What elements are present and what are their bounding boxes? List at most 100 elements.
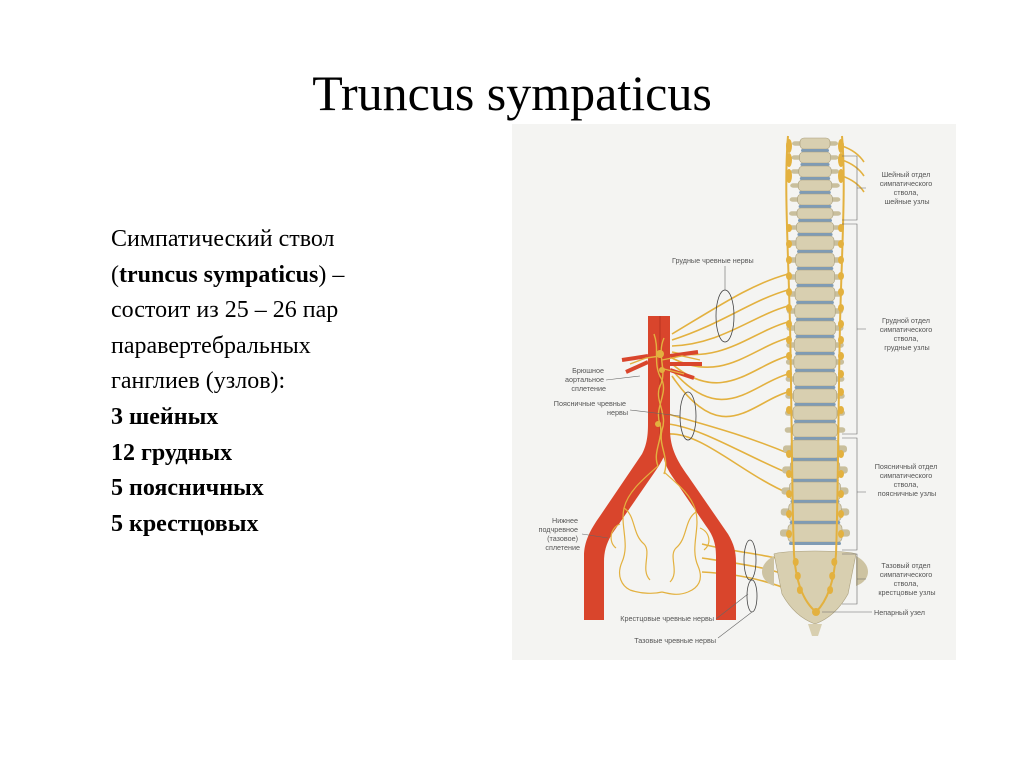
- ganglion-right: [838, 406, 844, 414]
- diagram-svg: Шейный отдел симпатического ствола, шейн…: [539, 135, 940, 645]
- ganglion-left: [786, 240, 792, 248]
- ganglion-right: [831, 558, 838, 566]
- ganglion-left: [786, 388, 792, 396]
- ganglion-left: [786, 169, 792, 183]
- ganglion-left: [786, 336, 792, 344]
- vertebra: [792, 388, 837, 404]
- ganglion-left: [786, 320, 792, 328]
- label-thoracic-splanchnic: Грудные чревные нервы: [672, 256, 754, 265]
- ganglion-left: [786, 224, 792, 232]
- ganglion-right: [838, 304, 844, 312]
- intervertebral-disc: [793, 437, 837, 440]
- lumbar-splanchnic-nerve: [667, 423, 791, 475]
- lumbar-splanchnic-nerve: [667, 413, 791, 455]
- intervertebral-disc: [796, 301, 834, 304]
- thoracic-splanchnic-nerve: [671, 289, 789, 341]
- vertebra: [795, 252, 835, 268]
- vertebra: [787, 523, 843, 543]
- label-abdominal-aortic-plexus: Брюшное аортальное сплетение: [565, 366, 606, 393]
- intervertebral-disc: [789, 542, 841, 545]
- count-thoracic: 12 грудных: [111, 439, 233, 466]
- intervertebral-disc: [797, 250, 833, 253]
- count-sacral: 5 крестцовых: [111, 510, 259, 537]
- vertebra: [793, 371, 837, 387]
- ganglion-left: [794, 572, 801, 580]
- ganglion-left: [786, 530, 792, 538]
- intervertebral-disc: [795, 318, 835, 321]
- intervertebral-disc: [790, 500, 840, 503]
- cervical-nerve: [841, 145, 865, 163]
- intervertebral-disc: [799, 191, 831, 194]
- vertebra: [788, 502, 842, 522]
- ganglion-left: [786, 256, 792, 264]
- ganglion-right: [838, 272, 844, 280]
- label-lumbar: Поясничный отдел симпатического ствола, …: [875, 462, 940, 498]
- label-unpaired-ganglion: Непарный узел: [874, 608, 925, 617]
- thoracic-splanchnic-nerve: [671, 273, 789, 335]
- ganglion-left: [786, 304, 792, 312]
- pelvic-plexus: [610, 465, 710, 595]
- vertebra: [799, 151, 831, 164]
- vertebra: [792, 405, 838, 421]
- intervertebral-disc: [794, 420, 836, 423]
- ganglion-right: [827, 586, 834, 594]
- lumbar-splanchnic-nerve: [667, 433, 791, 495]
- spine: [762, 137, 868, 636]
- intervertebral-disc: [794, 369, 836, 372]
- vertebra: [789, 481, 841, 501]
- intervertebral-disc: [795, 352, 835, 355]
- ganglion-left: [796, 586, 803, 594]
- ganglion-left: [786, 139, 792, 153]
- vertebra: [796, 221, 834, 234]
- ganglion-right: [838, 256, 844, 264]
- vertebra: [798, 165, 832, 178]
- vertebra: [792, 422, 838, 438]
- ganglion-right: [838, 139, 844, 153]
- ganglion-right: [838, 169, 844, 183]
- count-cervical: 3 шейных: [111, 403, 219, 430]
- intervertebral-disc: [791, 479, 839, 482]
- sympathetic-trunk-diagram: Шейный отдел симпатического ствола, шейн…: [512, 124, 956, 660]
- intervertebral-disc: [796, 284, 834, 287]
- intervertebral-disc: [794, 386, 836, 389]
- sacral-wings: [762, 556, 868, 586]
- vertebra: [794, 286, 836, 302]
- text-line-5: ганглиев (узлов):: [111, 368, 286, 395]
- label-lumbar-splanchnic: Поясничные чревные нервы: [554, 399, 628, 417]
- vertebra: [799, 137, 831, 150]
- ganglion-right: [838, 450, 844, 458]
- latin-term: truncus sympaticus: [119, 261, 319, 288]
- text-line-2: (truncus sympaticus) –: [111, 258, 501, 294]
- ganglion-right: [838, 153, 844, 167]
- coccyx: [808, 624, 822, 636]
- vertebra: [794, 303, 836, 319]
- sacrum: [773, 550, 857, 625]
- ganglion-right: [838, 352, 844, 360]
- ganglion-left: [786, 370, 792, 378]
- thoracic-splanchnic-nerve: [671, 355, 789, 384]
- label-inferior-hypogastric: Нижнее подчревное (тазовое) сплетение: [539, 516, 580, 552]
- text-line-2-suffix: ) –: [318, 261, 345, 288]
- vertebra: [795, 269, 835, 285]
- text-line-4: паравертебральных: [111, 332, 311, 359]
- vertebra: [794, 320, 836, 336]
- intervertebral-disc: [801, 149, 829, 152]
- ganglion-left: [786, 470, 792, 478]
- label-cervical: Шейный отдел симпатического ствола, шейн…: [880, 170, 935, 206]
- ganglion-left: [792, 558, 799, 566]
- vertebra: [789, 460, 841, 480]
- vertebra: [795, 235, 835, 251]
- ganglion-right: [838, 470, 844, 478]
- sympathetic-ganglia: [786, 139, 844, 594]
- thoracic-splanchnic-nerve: [671, 375, 789, 418]
- cervical-nerve: [841, 159, 865, 177]
- label-sacral: Тазовый отдел симпатического ствола, кре…: [878, 561, 935, 597]
- slide-title: Truncus sympaticus: [312, 65, 712, 121]
- vertebra: [796, 207, 834, 220]
- text-line-2-prefix: (: [111, 261, 119, 288]
- text-line-3: состоит из 25 – 26 пар: [111, 297, 339, 324]
- label-thoracic: Грудной отдел симпатического ствола, гру…: [880, 316, 935, 352]
- intervertebral-disc: [800, 163, 830, 166]
- ganglion-right: [829, 572, 836, 580]
- thoracic-splanchnic-nerve: [671, 369, 789, 401]
